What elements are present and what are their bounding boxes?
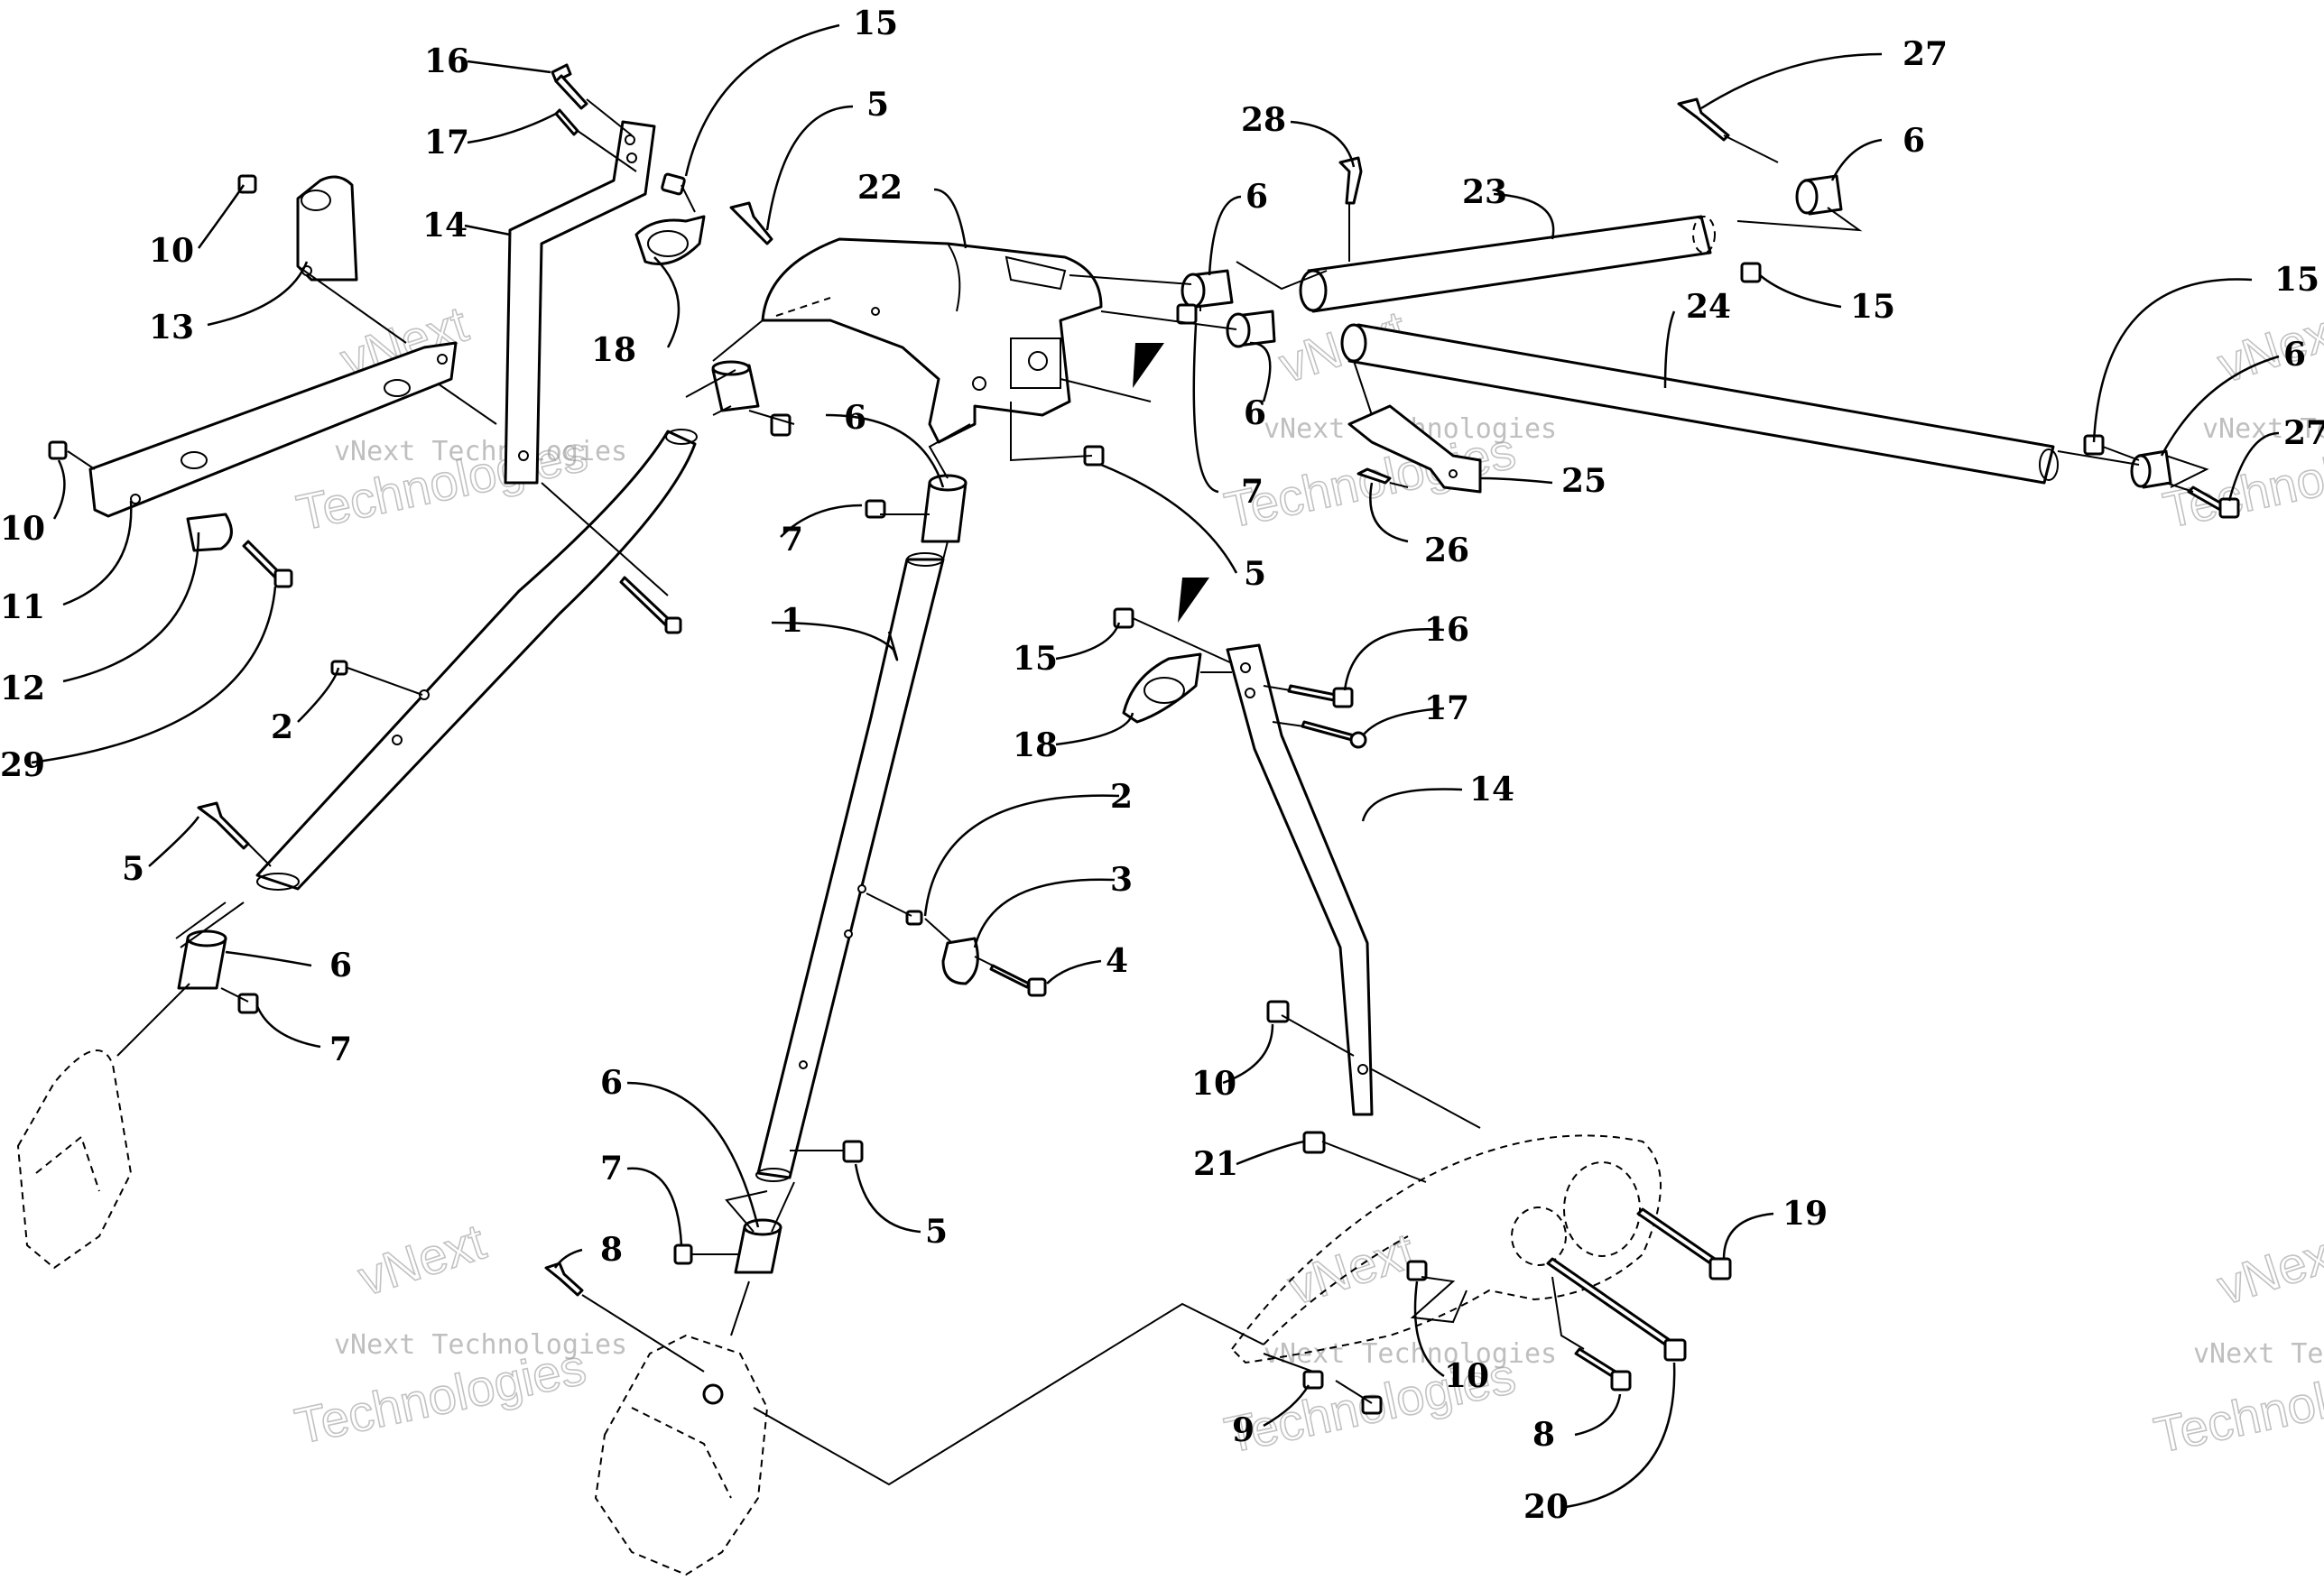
callout-6-left: 6	[329, 947, 352, 985]
callout-19: 19	[1782, 1195, 1828, 1233]
callout-15-far: 15	[2274, 261, 2319, 299]
callout-7-left: 7	[329, 1031, 352, 1068]
part-strap-bracket-14-lower	[1226, 643, 1374, 1116]
callout-10-b: 10	[0, 510, 45, 548]
callout-8-right: 8	[1532, 1416, 1555, 1454]
part-tube-1-left	[255, 429, 698, 891]
callout-2-left: 2	[271, 708, 293, 746]
part-bushing-6-mid	[921, 474, 968, 543]
callout-8-left: 8	[600, 1231, 623, 1269]
callout-9: 9	[1232, 1411, 1255, 1449]
callout-24: 24	[1686, 288, 1731, 326]
callout-26: 26	[1424, 532, 1469, 569]
part-bushing-6-upper-b	[1226, 310, 1276, 348]
callout-7-mid: 7	[781, 521, 803, 559]
callout-3: 3	[1110, 861, 1133, 899]
watermark-mid: vNext Technologies	[2202, 413, 2324, 445]
callout-10-lower: 10	[1191, 1065, 1236, 1103]
part-support-bar-11	[88, 341, 458, 518]
callout-21: 21	[1193, 1145, 1238, 1183]
callout-15-top: 15	[853, 5, 898, 42]
callout-27: 27	[1903, 35, 1948, 73]
watermark-mid: vNext Technologies	[2193, 1338, 2324, 1370]
callout-6-upper: 6	[1245, 178, 1268, 216]
callout-22: 22	[857, 169, 903, 207]
part-steering-housing-22	[761, 237, 1103, 444]
callout-14-lower: 14	[1469, 771, 1514, 809]
part-bushing-6-upper-a	[1181, 269, 1234, 309]
callout-6-far: 6	[2283, 336, 2306, 374]
callout-5-center: 5	[1244, 555, 1266, 593]
callout-25: 25	[1561, 462, 1606, 500]
callout-15-right: 15	[1850, 288, 1895, 326]
callout-29: 29	[0, 746, 45, 784]
watermark-mid: vNext Technologies	[334, 436, 627, 467]
callout-12: 12	[0, 670, 45, 707]
callout-5-left: 5	[122, 850, 144, 888]
callout-17-top: 17	[424, 124, 469, 162]
part-clamp-18-lower	[1122, 652, 1202, 724]
part-clamp-18-upper	[634, 215, 706, 265]
part-frame-left	[16, 1049, 133, 1270]
callout-1: 1	[781, 602, 803, 640]
callout-10-bottom: 10	[1444, 1357, 1489, 1395]
hardware-bolts	[48, 63, 2240, 1415]
part-frame-center	[594, 1334, 769, 1576]
callout-4: 4	[1106, 942, 1128, 980]
part-tube-23	[1299, 215, 1716, 313]
callout-6-mid: 6	[844, 399, 866, 437]
part-bushing-6-left-top	[711, 360, 760, 412]
watermark-mid: vNext Technologies	[1264, 1338, 1557, 1370]
callout-7-bottom: 7	[600, 1150, 623, 1188]
section-arrow-upper	[1133, 343, 1164, 388]
leader-lines	[31, 23, 2280, 1509]
callout-11: 11	[0, 588, 45, 626]
part-ring-bracket-13	[296, 175, 358, 282]
part-bushing-6-right	[1795, 174, 1843, 216]
callout-7-b: 7	[1241, 473, 1264, 511]
part-tube-1-center	[755, 552, 945, 1182]
callout-13: 13	[149, 309, 194, 347]
callout-16-lower: 16	[1424, 611, 1469, 649]
part-side-plate	[1230, 1134, 1662, 1364]
callout-2-center: 2	[1110, 778, 1133, 816]
part-strap-bracket-14-upper	[504, 120, 656, 485]
callout-6-bottom: 6	[600, 1064, 623, 1102]
callout-28: 28	[1241, 101, 1286, 139]
callout-20: 20	[1523, 1488, 1569, 1526]
callout-6-b: 6	[1244, 394, 1266, 432]
callout-6-right: 6	[1903, 122, 1925, 160]
section-arrow-lower	[1178, 578, 1209, 623]
callout-18-top: 18	[591, 331, 636, 369]
part-tube-24	[1340, 323, 2059, 485]
callout-17-lower: 17	[1424, 689, 1469, 727]
watermark-top-word: vNext	[351, 1213, 492, 1307]
watermark-top-word: vNext	[2210, 1222, 2324, 1316]
callout-5-top: 5	[866, 86, 889, 124]
callout-23: 23	[1462, 173, 1507, 211]
callout-5-bottom: 5	[925, 1213, 948, 1251]
callout-18-lower: 18	[1013, 726, 1058, 764]
callout-15-lower: 15	[1013, 640, 1058, 678]
callout-16-top: 16	[424, 42, 469, 80]
assembly-lines	[67, 98, 2209, 1486]
callout-10-a: 10	[149, 232, 194, 270]
callout-labels: 15 16 17 14 18 10 13 10 11 12 29 5 22 6 …	[0, 5, 2324, 1526]
part-p-clamp-3	[941, 937, 979, 985]
part-bushing-6-left	[177, 929, 227, 990]
part-bushing-6-far-right	[2130, 449, 2172, 489]
watermark-mid: vNext Technologies	[334, 1329, 627, 1361]
part-bracket-25	[1347, 404, 1482, 494]
callout-27-far: 27	[2283, 414, 2324, 452]
callout-14-top: 14	[422, 207, 468, 245]
part-p-clamp-12	[186, 513, 233, 552]
